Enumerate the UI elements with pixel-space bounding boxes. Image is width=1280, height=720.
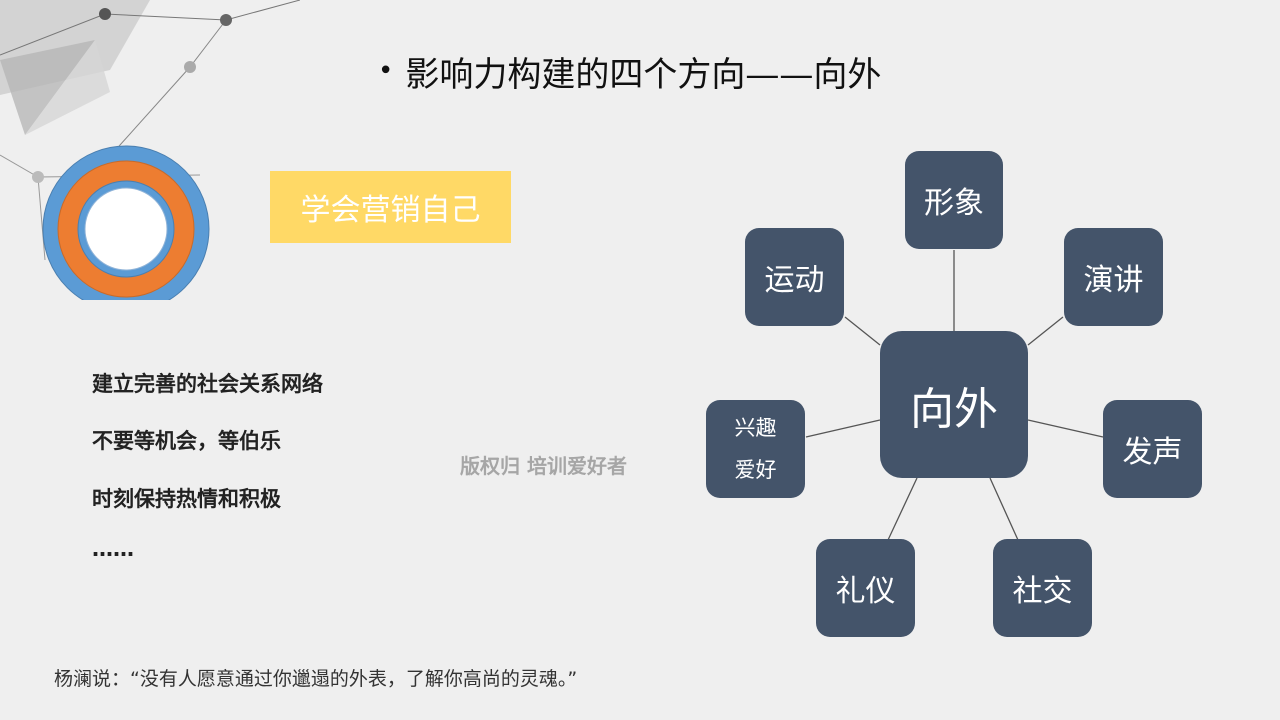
connector-left-mid	[806, 420, 880, 437]
node-top: 形象	[905, 151, 1003, 249]
node-left-top: 运动	[745, 228, 844, 326]
connector-left-top	[845, 317, 880, 345]
node-bottom-left: 礼仪	[816, 539, 915, 637]
node-left-mid-line2: 爱好	[735, 449, 777, 491]
connector-bottom-left	[888, 478, 917, 540]
connector-right-mid	[1028, 420, 1103, 437]
connector-bottom-right	[990, 478, 1018, 540]
node-right-top: 演讲	[1064, 228, 1163, 326]
node-bottom-right: 社交	[993, 539, 1092, 637]
connector-right-top	[1028, 317, 1063, 345]
node-left-mid-line1: 兴趣	[735, 407, 777, 449]
node-right-mid: 发声	[1103, 400, 1202, 498]
quote-text: 杨澜说：“没有人愿意通过你邋遢的外表，了解你高尚的灵魂。”	[54, 664, 577, 691]
node-center: 向外	[880, 331, 1028, 478]
node-left-mid: 兴趣 爱好	[706, 400, 805, 498]
